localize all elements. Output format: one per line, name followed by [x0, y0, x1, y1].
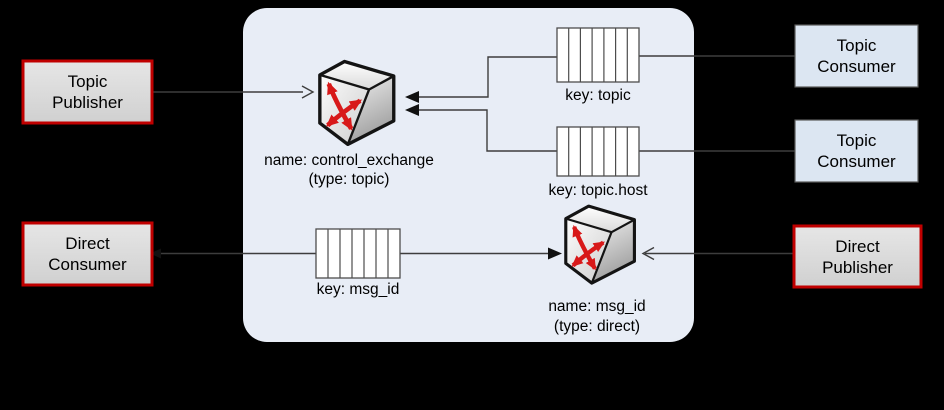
- direct-publisher-node: Direct Publisher: [792, 224, 923, 289]
- node-label-line1: Topic: [837, 36, 877, 55]
- exchange-name-label: name: control_exchange: [264, 152, 434, 169]
- control-exchange: name: control_exchange (type: topic): [264, 61, 434, 188]
- queue-body: [315, 228, 401, 279]
- node-label-line2: Publisher: [822, 258, 893, 277]
- node-label-line2: Publisher: [52, 93, 123, 112]
- queue-cell-dividers: [568, 28, 628, 82]
- node-label-line1: Topic: [837, 131, 877, 150]
- direct-exchange: name: msg_id (type: direct): [548, 206, 646, 335]
- topic-consumer-1-node: Topic Consumer: [794, 24, 919, 88]
- topic-consumer-2-node: Topic Consumer: [794, 119, 919, 183]
- solid-arrowhead-icon: [548, 247, 562, 260]
- node-label-line1: Topic: [68, 72, 108, 91]
- connectors: [150, 55, 795, 261]
- node-box: [794, 24, 919, 88]
- node-label-line1: Direct: [835, 237, 880, 256]
- node-box: [792, 224, 923, 289]
- queue-msg-id-label: key: msg_id: [317, 281, 400, 298]
- queue-cell-dividers: [327, 229, 389, 278]
- queue-msg-id: key: msg_id: [315, 228, 401, 298]
- node-label-line2: Consumer: [48, 255, 127, 274]
- exchange-type-label: (type: direct): [554, 318, 640, 335]
- queue-topic-label: key: topic: [565, 87, 631, 104]
- connector-queue-topichost-to-exchange: [419, 109, 558, 152]
- queue-body: [556, 126, 640, 177]
- connector-queue-topic-to-exchange: [419, 56, 558, 98]
- queue-cell-dividers: [568, 127, 628, 176]
- exchange-name-label: name: msg_id: [548, 298, 645, 315]
- node-box: [794, 119, 919, 183]
- solid-arrowhead-icon: [405, 104, 419, 116]
- open-arrowhead-icon: [641, 246, 655, 261]
- node-label-line2: Consumer: [817, 57, 896, 76]
- direct-consumer-node: Direct Consumer: [21, 221, 154, 287]
- topic-publisher-node: Topic Publisher: [21, 59, 154, 125]
- solid-arrowhead-icon: [405, 91, 419, 103]
- node-box: [21, 59, 154, 125]
- queue-body: [556, 27, 640, 83]
- exchange-type-label: (type: topic): [309, 171, 390, 188]
- solid-arrowhead-icon: [150, 248, 161, 259]
- queue-topic: key: topic: [556, 27, 640, 104]
- queue-topic-host: key: topic.host: [548, 126, 648, 199]
- open-arrowhead-icon: [301, 85, 315, 99]
- node-label-line1: Direct: [65, 234, 110, 253]
- node-box: [21, 221, 154, 287]
- node-label-line2: Consumer: [817, 152, 896, 171]
- queue-topic-host-label: key: topic.host: [548, 182, 648, 199]
